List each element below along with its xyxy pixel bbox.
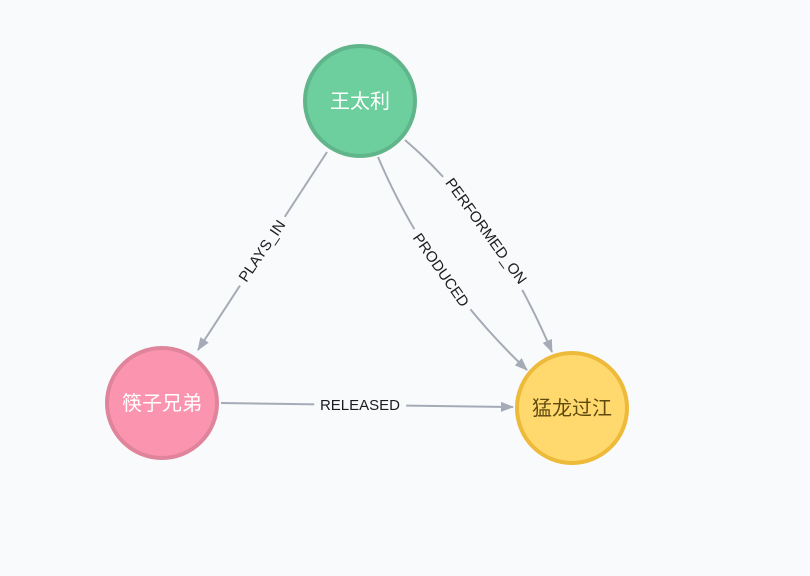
relationship-plays-in[interactable]: PLAYS_IN [197,151,328,351]
edge-line-plays-in [197,151,328,351]
edge-label-plays-in: PLAYS_IN [236,217,290,285]
node-label-menglong-guojiang: 猛龙过江 [532,397,612,420]
relationship-released[interactable]: RELEASED [220,390,514,421]
node-label-wang-taili: 王太利 [330,90,390,113]
edge-label-released: RELEASED [320,397,400,414]
node-label-kuaizi-brothers: 筷子兄弟 [122,392,202,415]
node-circle-wang-taili [303,44,417,158]
edge-label-produced: PRODUCED [409,230,472,310]
node-circle-kuaizi-brothers [105,346,219,460]
edge-label-performed-on: PERFORMED_ON [441,175,529,287]
edge-line-released [220,401,514,412]
edge-line-produced [377,156,528,371]
node-menglong-guojiang[interactable]: 猛龙过江 [515,351,629,465]
node-wang-taili[interactable]: 王太利 [303,44,417,158]
node-kuaizi-brothers[interactable]: 筷子兄弟 [105,346,219,460]
edge-line-performed-on [404,139,553,353]
node-circle-menglong-guojiang [515,351,629,465]
